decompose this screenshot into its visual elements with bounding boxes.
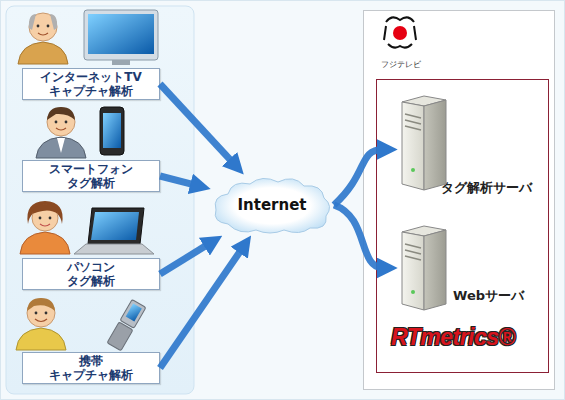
- company-name: フジテレビ: [371, 59, 431, 70]
- node-text: Internet: [237, 196, 306, 214]
- flow-arrow: [160, 248, 243, 368]
- flow-arrow: [160, 243, 210, 274]
- person-body: [36, 137, 86, 158]
- device-label: パソコン タグ解析: [22, 258, 160, 290]
- person-head: [27, 299, 55, 327]
- server-node: タグ解析サーバ: [397, 97, 547, 202]
- person-body: [16, 328, 66, 350]
- server-side: [424, 100, 446, 190]
- device-label: スマートフォン タグ解析: [22, 160, 160, 192]
- fujitv-mark: [384, 17, 416, 47]
- person-head: [29, 13, 57, 41]
- server-bay: [405, 244, 421, 260]
- person-eye: [35, 312, 38, 315]
- node-text: 携帯 キャプチャ解析: [23, 354, 159, 382]
- client-panel: [6, 6, 194, 394]
- device-label: インターネットTV キャプチャ解析: [22, 68, 160, 100]
- person-eye: [45, 312, 48, 315]
- person-body: [18, 42, 68, 64]
- person-eye: [47, 25, 50, 28]
- person-hair: [27, 298, 55, 311]
- flip-phone-top: [120, 299, 146, 328]
- person-hair: [29, 14, 57, 30]
- system-box: RTmetrics® タグ解析サーバ Webサーバ: [376, 79, 549, 373]
- server-led: [411, 168, 415, 172]
- person-head: [47, 108, 75, 136]
- product-logo: RTmetrics®: [391, 324, 515, 351]
- flow-arrow: [160, 176, 196, 185]
- person-body: [20, 232, 70, 254]
- cloud-outline: [215, 178, 329, 233]
- person-hair: [27, 201, 62, 224]
- person-icon: [20, 201, 70, 254]
- node-text: インターネットTV キャプチャ解析: [23, 70, 159, 98]
- server-front: [402, 232, 424, 310]
- server-led: [411, 290, 415, 294]
- node-text: Webサーバ: [453, 287, 524, 305]
- person-hair: [32, 204, 58, 214]
- node-text: パソコン タグ解析: [23, 260, 159, 288]
- server-front: [402, 102, 424, 190]
- server-top: [402, 96, 446, 106]
- person-mouth: [56, 128, 66, 130]
- server-icon: [402, 226, 446, 310]
- flip-phone-screen: [126, 304, 142, 322]
- person-eye: [55, 121, 58, 124]
- smartphone-screen: [103, 113, 121, 148]
- smartphone-body: [100, 107, 124, 155]
- mark-stroke: [388, 44, 412, 48]
- mark-stroke: [384, 26, 416, 40]
- flip-phone-bottom: [107, 322, 133, 351]
- person-eye: [39, 217, 42, 220]
- laptop-display: [91, 212, 139, 240]
- person-eye: [37, 25, 40, 28]
- person-mouth: [40, 224, 50, 226]
- mark-stroke: [386, 17, 414, 22]
- server-bay: [405, 114, 421, 130]
- server-node: Webサーバ: [397, 227, 547, 309]
- node-text: スマートフォン タグ解析: [23, 162, 159, 190]
- person-mouth: [35, 319, 47, 322]
- server-top: [402, 226, 446, 236]
- flow-arrow: [160, 84, 234, 164]
- internet-cloud: Internet: [210, 174, 334, 236]
- tv-stand: [112, 60, 130, 65]
- flow-arrow: [334, 150, 383, 206]
- mark-dot: [393, 26, 407, 40]
- flip-phone: [107, 299, 146, 350]
- person-head: [32, 205, 58, 231]
- device-label: 携帯 キャプチャ解析: [22, 352, 160, 384]
- person-eye: [65, 121, 68, 124]
- flow-arrow: [334, 205, 383, 268]
- person-icon: [16, 298, 66, 350]
- node-text: タグ解析サーバ: [441, 179, 532, 197]
- server-icon: [402, 96, 446, 190]
- person-mouth: [38, 33, 48, 35]
- person-eye: [49, 217, 52, 220]
- server-side: [424, 230, 446, 310]
- person-hair: [47, 107, 75, 120]
- company-panel: フジテレビ RTmetrics® タグ解析サーバ Webサーバ: [363, 10, 555, 390]
- tv-screen: [88, 14, 154, 54]
- person-shirt: [57, 138, 65, 153]
- laptop-screen: [88, 208, 144, 244]
- person-icon: [36, 107, 86, 158]
- tv-frame: [84, 10, 158, 60]
- laptop-base: [74, 244, 154, 254]
- person-icon: [18, 13, 68, 64]
